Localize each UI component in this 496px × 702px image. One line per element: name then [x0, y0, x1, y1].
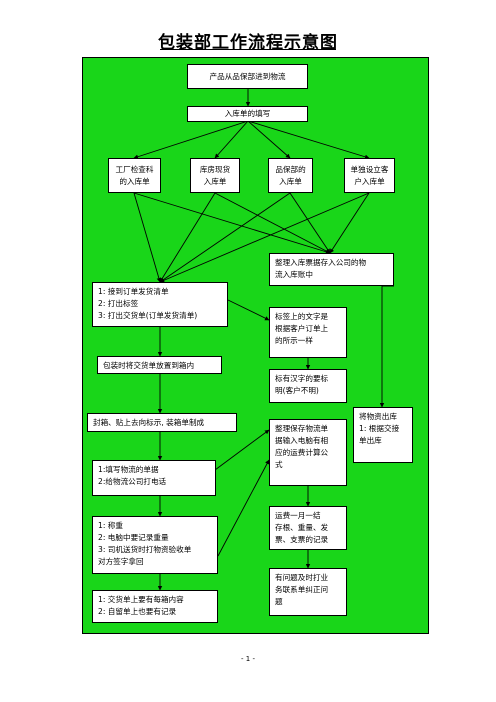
page-number: - 1 - [241, 655, 255, 663]
node-report-problems: 有问题及时打业 务联系单纠正问 题 [269, 568, 347, 616]
node-put-delivery-note: 包装时将交货单放置到箱内 [97, 356, 222, 374]
node-freight-settlement: 运费一月一结 存根、重量、发 票、支票的记录 [269, 506, 347, 550]
node-label-text: 标签上的文字是 根据客户订单上 的所示一样 [269, 307, 347, 358]
page-title: 包装部工作流程示意图 [158, 33, 338, 53]
node-product-arrival: 产品从品保部进到物流 [187, 64, 308, 89]
node-box-contents: 1: 交货单上要有每箱内容 2: 自留单上也要有记录 [92, 590, 218, 623]
node-receive-order: 1: 接到订单发货清单 2: 打出标签 3: 打出交货单(订单发货清单) [92, 282, 228, 327]
node-stock-in-form: 入库单的填写 [187, 106, 308, 122]
node-qa-department: 品保部的 入库单 [268, 158, 313, 193]
title-underline [160, 49, 336, 50]
node-organize-receipts: 整理入库票据存入公司的物 流入库账中 [269, 253, 394, 286]
node-logistics-form: 1:填写物流的单据 2:给物流公司打电话 [92, 460, 216, 496]
node-organize-logistics: 整理保存物流单 据输入电脑有相 应的运费计算公 式 [269, 419, 347, 486]
node-weighing: 1: 称重 2: 电脑中要记录重量 3: 司机送货时打物资验收单 对方签字拿回 [92, 516, 218, 574]
node-warehouse-stock: 库房现货 入库单 [190, 158, 240, 193]
node-seal-box: 封箱、贴上去向标示, 装箱单制成 [87, 413, 237, 432]
node-customer-form: 单独设立客 户入库单 [344, 158, 395, 193]
node-chinese-label: 标有汉字的要标 明(客户不明) [269, 369, 347, 403]
node-shipment-out: 将物资出库 1: 根据交接 单出库 [353, 407, 413, 463]
node-factory-inspection: 工厂检查科 的入库单 [108, 158, 161, 193]
